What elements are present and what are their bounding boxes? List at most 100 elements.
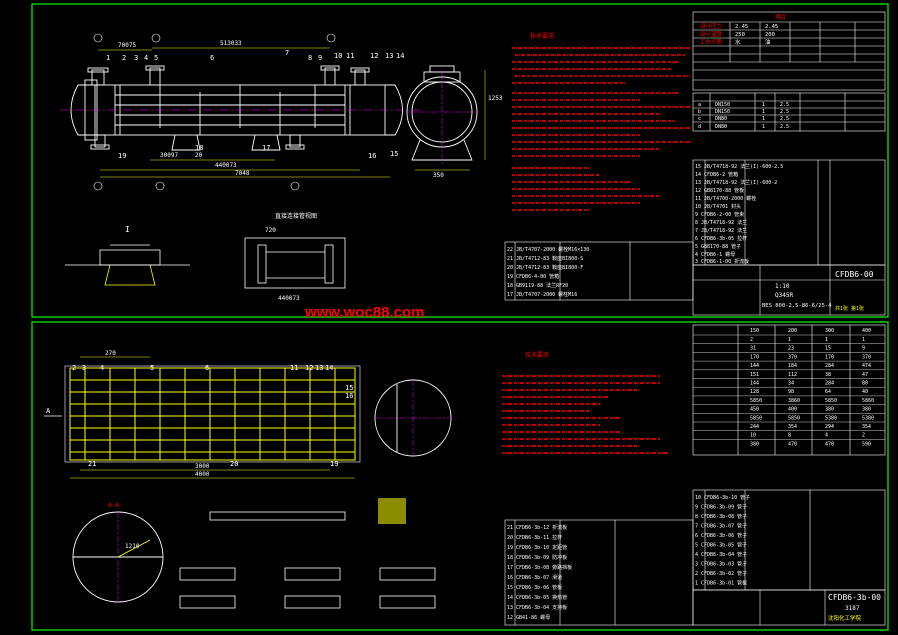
svg-text:17 JB/T4707-2000 螺柱M16: 17 JB/T4707-2000 螺柱M16 — [507, 291, 577, 298]
svg-text:DN150: DN150 — [715, 102, 730, 108]
bom-bottom-grid — [504, 489, 886, 626]
svg-text:17: 17 — [262, 144, 270, 152]
param-cell: 380 — [825, 407, 834, 413]
svg-text:水: 水 — [735, 38, 741, 46]
param-table-text: 150 200 300 400 — [750, 328, 871, 334]
svg-text:2.5: 2.5 — [780, 116, 789, 122]
section-label-I: I — [125, 225, 130, 234]
top-notes-title: 技术要求 — [530, 32, 554, 40]
param-cell: 590 — [862, 441, 871, 447]
bom-row: 5 CFDB6-3b-05 管子 — [695, 542, 747, 549]
svg-text:5: 5 — [154, 54, 158, 62]
svg-text:300: 300 — [825, 328, 834, 334]
svg-text:4: 4 — [100, 364, 104, 372]
param-cell: 128 — [750, 389, 759, 395]
param-cell: 112 — [788, 372, 797, 378]
bottom-part-labels-top: 2 3 4 5 6 11 12 13 14 15 16 — [72, 364, 353, 400]
svg-text:16: 16 — [345, 392, 353, 400]
bom-row: 10 CFDB6-3b-10 管子 — [695, 494, 750, 501]
param-cell: 40 — [862, 389, 868, 395]
param-cell: 380 — [862, 407, 871, 413]
param-cell: 184 — [788, 363, 797, 369]
bom-row: 16 CFDB6-3b-07 滑道 — [507, 574, 562, 581]
svg-text:250: 250 — [735, 32, 745, 38]
param-cell: 64 — [825, 389, 831, 395]
svg-text:b: b — [698, 109, 701, 115]
param-cell: 144 — [750, 381, 759, 387]
svg-text:14: 14 — [396, 52, 404, 60]
param-cell: 1 — [825, 337, 828, 343]
param-cell: 47 — [862, 372, 868, 378]
title-material-top: Q345R — [775, 292, 793, 299]
section-A-A — [72, 511, 164, 603]
param-cell: 5850 — [825, 398, 837, 404]
svg-text:12 GB8170-88 管板: 12 GB8170-88 管板 — [695, 187, 744, 194]
svg-text:1: 1 — [106, 54, 110, 62]
svg-text:8 JB/T4718-92 法兰: 8 JB/T4718-92 法兰 — [695, 219, 747, 226]
svg-text:1: 1 — [762, 124, 765, 130]
dim-mid-seg: 20 — [195, 152, 203, 159]
svg-text:2: 2 — [122, 54, 126, 62]
svg-text:150: 150 — [750, 328, 759, 334]
title-block-top — [692, 264, 886, 316]
bottom-notes-title: 技术要求 — [525, 351, 549, 359]
svg-text:16: 16 — [368, 152, 376, 160]
param-cell: 15 — [825, 346, 831, 352]
nozzle-table — [692, 92, 886, 132]
bom-row: 18 CFDB6-3b-09 防冲板 — [507, 554, 567, 561]
param-cell: 354 — [862, 424, 871, 430]
nozzle-table-text: a DN150 1 2.5 b DN150 1 2.5 c DN80 1 2.5… — [698, 102, 789, 130]
svg-text:22 JB/T4707-2000 螺栓M16×130: 22 JB/T4707-2000 螺栓M16×130 — [507, 246, 589, 253]
param-cell: 474 — [862, 363, 871, 369]
svg-text:5: 5 — [150, 364, 154, 372]
svg-text:d: d — [698, 124, 701, 130]
param-cell: 284 — [825, 381, 834, 387]
bottom-sheet-frame — [31, 321, 889, 631]
section-I-detail — [65, 244, 190, 286]
svg-text:DN80: DN80 — [715, 124, 727, 130]
bom-row: 9 CFDB6-3b-09 管子 — [695, 504, 747, 511]
watermark: www.woc88.com — [304, 304, 424, 321]
connecting-pipe-view — [244, 237, 346, 289]
dim-end-bottom: 350 — [433, 172, 444, 179]
param-cell: 370 — [862, 354, 871, 360]
section-aa-label: A-A — [108, 502, 119, 509]
svg-text:19 CFDB6-4-00 管箱: 19 CFDB6-4-00 管箱 — [507, 273, 559, 280]
rod-details — [179, 511, 436, 609]
param-cell: 380 — [750, 441, 759, 447]
bundle-cross-section — [374, 379, 452, 457]
title-code-top: CFDB6-00 — [835, 270, 874, 279]
dim-section-w: 720 — [265, 227, 276, 234]
top-sheet-frame — [31, 3, 889, 318]
svg-text:3: 3 — [82, 364, 86, 372]
dim-overall-bottom: 4000 — [195, 471, 210, 478]
svg-text:18: 18 — [195, 144, 203, 152]
svg-text:13: 13 — [385, 52, 393, 60]
title-spec-top: BES 800-2.5-86-6/25-4 — [762, 303, 832, 309]
title-scale-bottom: 3187 — [845, 605, 860, 612]
bom-bottom-right-text: 10 CFDB6-3b-10 管子9 CFDB6-3b-09 管子8 CFDB6… — [695, 494, 750, 587]
design-table-text: 项目 设计压力 2.45 2.45 设计温度 250 200 工作介质 水 油 — [700, 14, 786, 46]
svg-text:7 JB/T4718-92 法兰: 7 JB/T4718-92 法兰 — [695, 227, 747, 234]
svg-text:200: 200 — [765, 32, 775, 38]
svg-text:12: 12 — [370, 52, 378, 60]
dim-mid-bottom: 3000 — [195, 463, 210, 470]
bom-row: 3 CFDB6-3b-03 管子 — [695, 561, 747, 568]
param-cell: 170 — [750, 354, 759, 360]
svg-text:6 CFDB6-3b-05 拉杆: 6 CFDB6-3b-05 拉杆 — [695, 235, 747, 242]
svg-text:设计压力: 设计压力 — [700, 22, 722, 30]
tube-bundle-frame — [64, 365, 361, 463]
svg-text:设计温度: 设计温度 — [700, 30, 723, 38]
end-view-dims — [415, 70, 486, 171]
svg-text:20: 20 — [230, 460, 238, 468]
svg-text:11: 11 — [346, 52, 354, 60]
param-cell: 34 — [788, 381, 794, 387]
bottom-part-labels-bottom: 21 20 19 — [88, 460, 338, 468]
svg-text:工作介质: 工作介质 — [700, 38, 723, 46]
param-cell: 400 — [788, 407, 797, 413]
dim-nozzle-spacing: 70075 — [118, 42, 136, 49]
dim-end-height: 1253 — [488, 95, 503, 102]
bom-row: 20 CFDB6-3b-11 拉杆 — [507, 534, 562, 541]
